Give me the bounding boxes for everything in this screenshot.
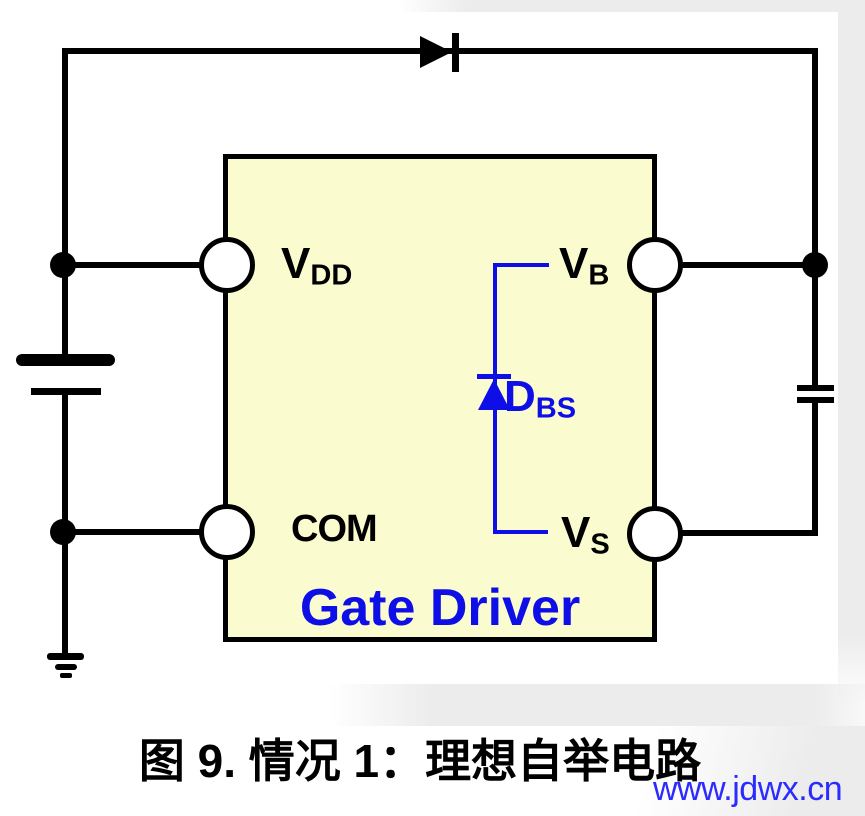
internal-diode-label-main: D (504, 372, 536, 421)
pin-vs (627, 506, 683, 562)
pin-com (199, 504, 255, 560)
internal-diode-wire-top (493, 263, 549, 267)
internal-diode-wire-bottom (493, 530, 548, 534)
wire-left-upper (62, 48, 68, 358)
wire-to-vdd-pin (62, 262, 204, 268)
pin-label-com-main: COM (291, 508, 378, 550)
battery-positive-plate (16, 354, 115, 366)
bootstrap-capacitor-icon (797, 385, 834, 391)
internal-diode-cathode-bar (477, 374, 511, 379)
pin-label-com: COM (291, 508, 378, 550)
wire-vb-to-capacitor (680, 262, 818, 268)
background-shading-top (0, 0, 865, 12)
pin-label-vdd: VDD (281, 242, 352, 290)
ground-bar-bottom (60, 673, 72, 678)
junction-dot-com (50, 519, 76, 545)
bootstrap-diode-icon (420, 36, 452, 68)
pin-label-vs-main: V (561, 508, 591, 557)
bootstrap-capacitor-plate-bottom (797, 397, 834, 403)
background-shading-middle-band (0, 684, 865, 726)
junction-dot-vdd (50, 252, 76, 278)
internal-diode-label-sub: BS (535, 392, 577, 425)
gate-driver-ic-body (223, 154, 657, 642)
pin-label-vb: VB (559, 242, 609, 290)
ground-icon (47, 653, 84, 660)
pin-vdd (199, 237, 255, 293)
pin-label-vb-main: V (559, 239, 589, 288)
internal-diode-label: DBS (504, 375, 576, 423)
pin-label-vs-sub: S (590, 528, 610, 561)
bootstrap-diode-cathode-bar (452, 33, 459, 72)
pin-label-vb-sub: B (588, 259, 610, 292)
pin-label-vdd-sub: DD (310, 259, 353, 292)
wire-vs-to-capacitor (680, 530, 818, 536)
junction-dot-vb (802, 252, 828, 278)
pin-label-vs: VS (561, 511, 610, 559)
wire-to-com-pin (62, 529, 204, 535)
pin-label-vdd-main: V (281, 239, 311, 288)
pin-vb (627, 237, 683, 293)
watermark-link: www.jdwx.cn (653, 770, 843, 808)
wire-right-lower (812, 398, 818, 536)
ic-title: Gate Driver (299, 579, 581, 637)
ground-bar-middle (55, 664, 77, 670)
background-shading-right (838, 0, 865, 705)
internal-diode-icon (478, 379, 510, 410)
wire-right-upper (812, 48, 818, 390)
battery-negative-plate (31, 388, 101, 395)
